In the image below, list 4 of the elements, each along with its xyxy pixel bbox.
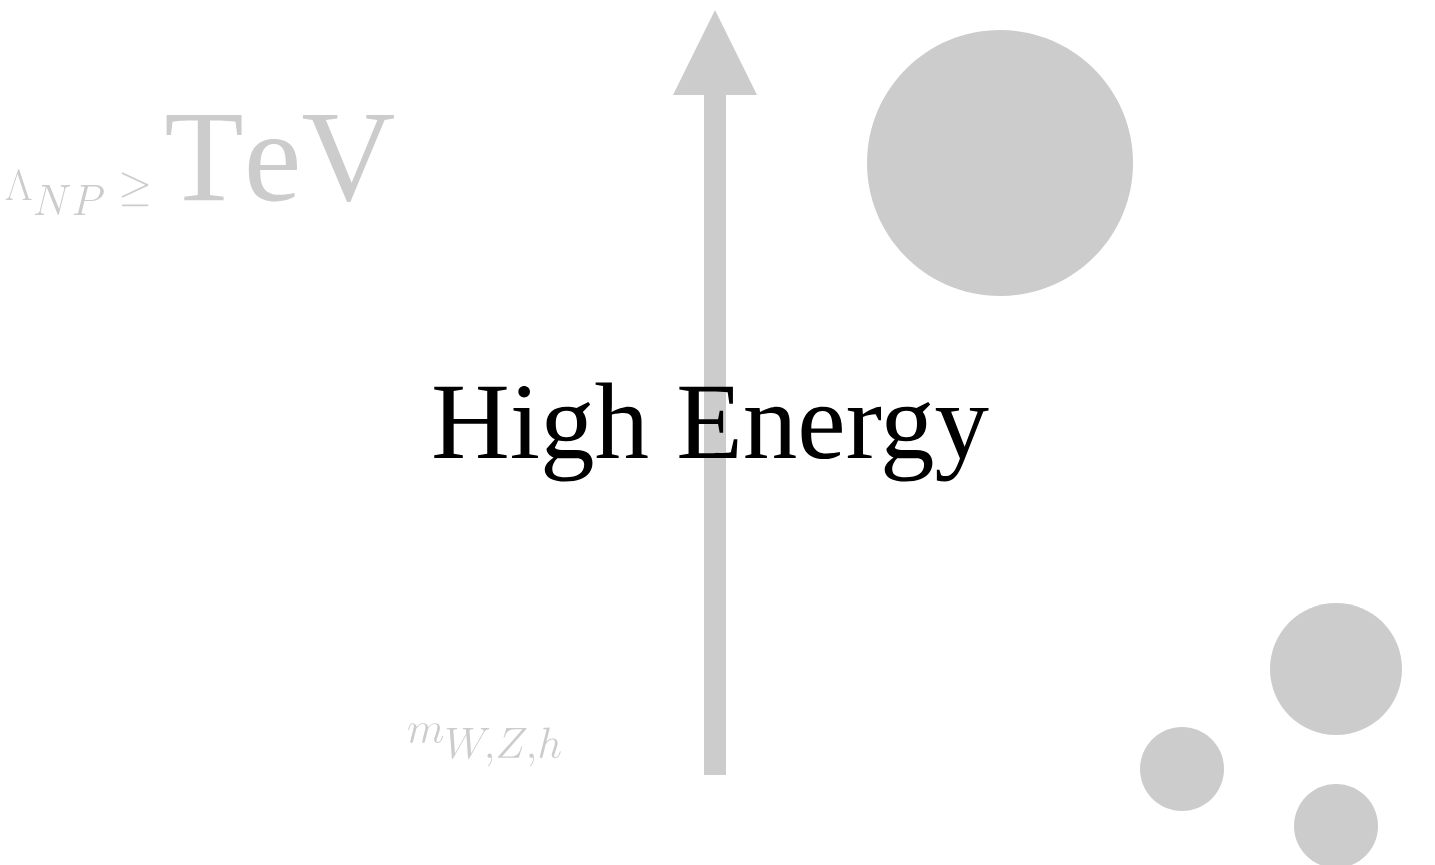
title: High Energy xyxy=(434,382,989,482)
circle xyxy=(1140,727,1224,811)
circle xyxy=(867,30,1133,296)
circle xyxy=(1270,603,1402,735)
